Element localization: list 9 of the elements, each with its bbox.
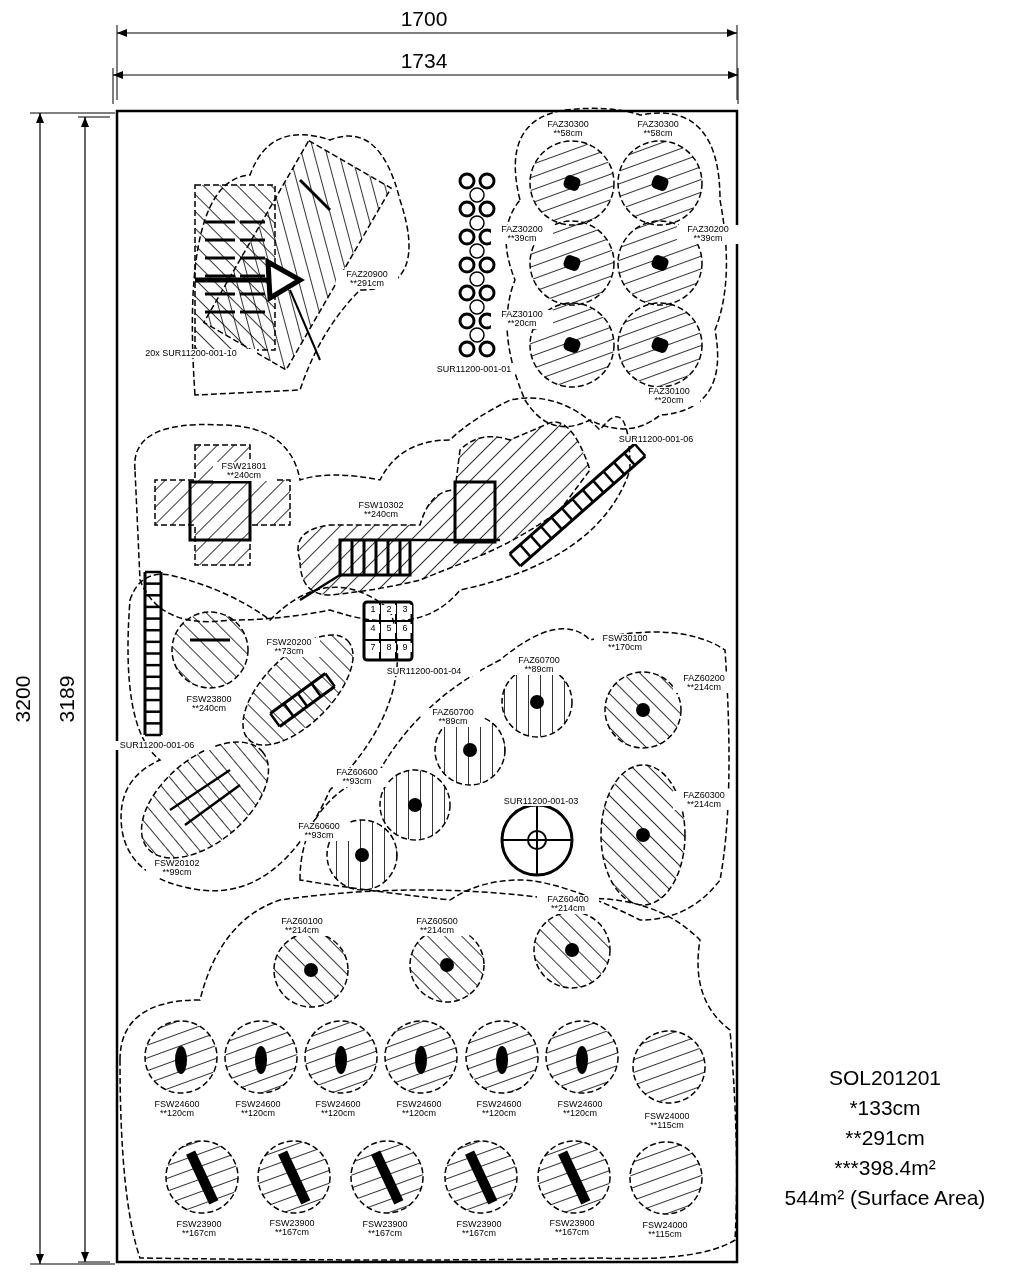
equipment-label: FSW21801 **240cm: [213, 462, 275, 481]
equipment-label: FAZ60400 **214cm: [537, 895, 599, 914]
equipment-label: FAZ30200 **39cm: [491, 225, 553, 244]
equipment-label: FAZ30100 **20cm: [491, 310, 553, 329]
grid-number: 2: [382, 605, 396, 615]
grid-number: 9: [398, 643, 412, 653]
equipment-label: FAZ20900 **291cm: [336, 270, 398, 289]
equipment-label: FAZ60700 **89cm: [422, 708, 484, 727]
equipment-label: FAZ30200 **39cm: [677, 225, 739, 244]
